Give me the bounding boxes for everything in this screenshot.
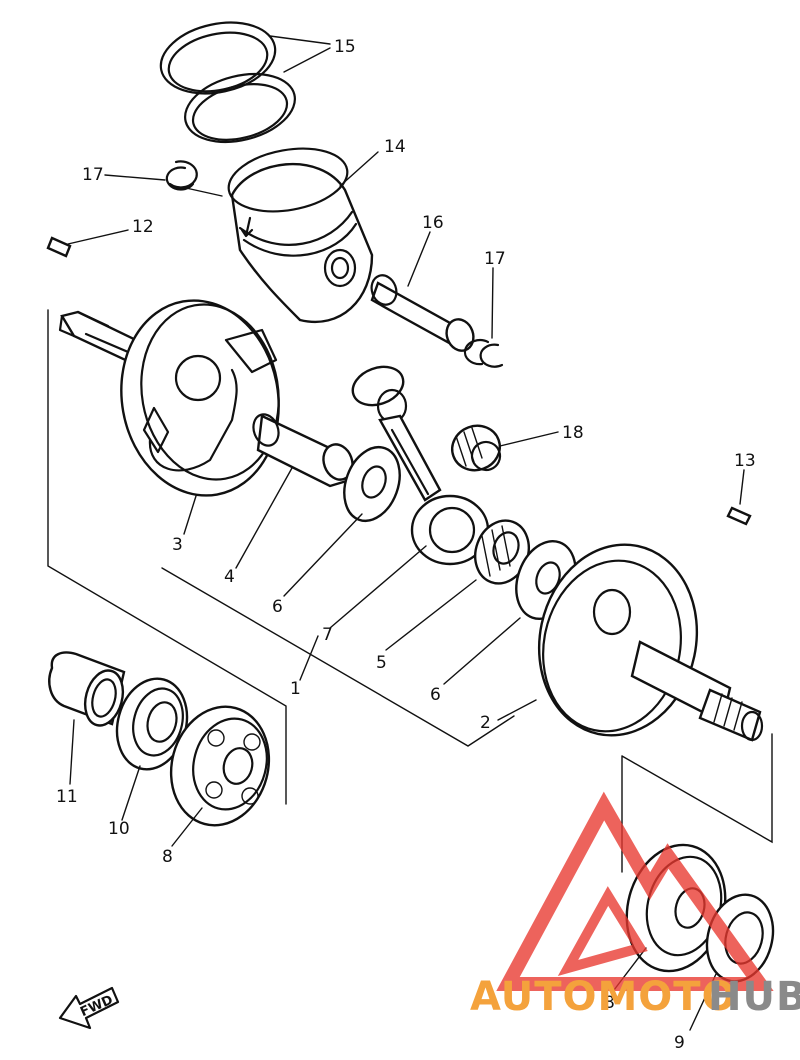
woodruff-key — [46, 236, 72, 258]
crank-pin — [252, 413, 354, 488]
piston — [227, 147, 374, 323]
callout-10: 10 — [108, 819, 130, 839]
callout-16: 16 — [422, 213, 444, 233]
callout-17-left: 17 — [82, 165, 104, 185]
callout-14: 14 — [384, 137, 406, 157]
oil-seal — [115, 677, 189, 771]
callout-13: 13 — [734, 451, 756, 471]
callout-9: 9 — [674, 1033, 685, 1053]
callout-4: 4 — [224, 567, 235, 587]
callout-2: 2 — [480, 713, 491, 733]
main-bearing-left — [169, 705, 271, 827]
callout-15: 15 — [334, 37, 356, 57]
connecting-rod — [351, 365, 490, 566]
piston-rings — [159, 21, 296, 143]
leader-lines — [67, 35, 745, 1031]
watermark-text-b: HUB — [708, 974, 800, 1020]
watermark-logo-icon — [496, 791, 774, 991]
callout-8-right: 8 — [604, 993, 615, 1013]
callout-12: 12 — [132, 217, 154, 237]
callout-numbers: 15 14 17 12 16 17 18 13 3 4 6 7 1 5 6 2 … — [56, 37, 756, 1053]
callout-5: 5 — [376, 653, 387, 673]
callout-7: 7 — [322, 625, 333, 645]
callout-1: 1 — [290, 679, 301, 699]
crank-wheel-left — [58, 299, 280, 497]
callout-6-lower: 6 — [430, 685, 441, 705]
assembly-brackets — [47, 309, 773, 873]
piston-pin — [370, 274, 475, 352]
small-end-bearing — [451, 424, 502, 472]
automotohub-watermark: AUTOMOTO HUB — [470, 791, 800, 1020]
woodruff-key-right — [726, 506, 752, 526]
forward-arrow-icon: FWD — [58, 986, 120, 1030]
watermark-text-a: AUTOMOTO — [470, 974, 737, 1020]
seal-sleeve — [48, 651, 126, 727]
circlip-left — [165, 160, 198, 191]
thrust-washer-upper — [343, 446, 401, 522]
callout-6-upper: 6 — [272, 597, 283, 617]
callout-11: 11 — [56, 787, 78, 807]
callout-3: 3 — [172, 535, 183, 555]
callout-18: 18 — [562, 423, 584, 443]
circlip-right — [463, 339, 504, 368]
callout-17-right: 17 — [484, 249, 506, 269]
callout-8-left: 8 — [162, 847, 173, 867]
crank-wheel-right — [537, 543, 764, 742]
